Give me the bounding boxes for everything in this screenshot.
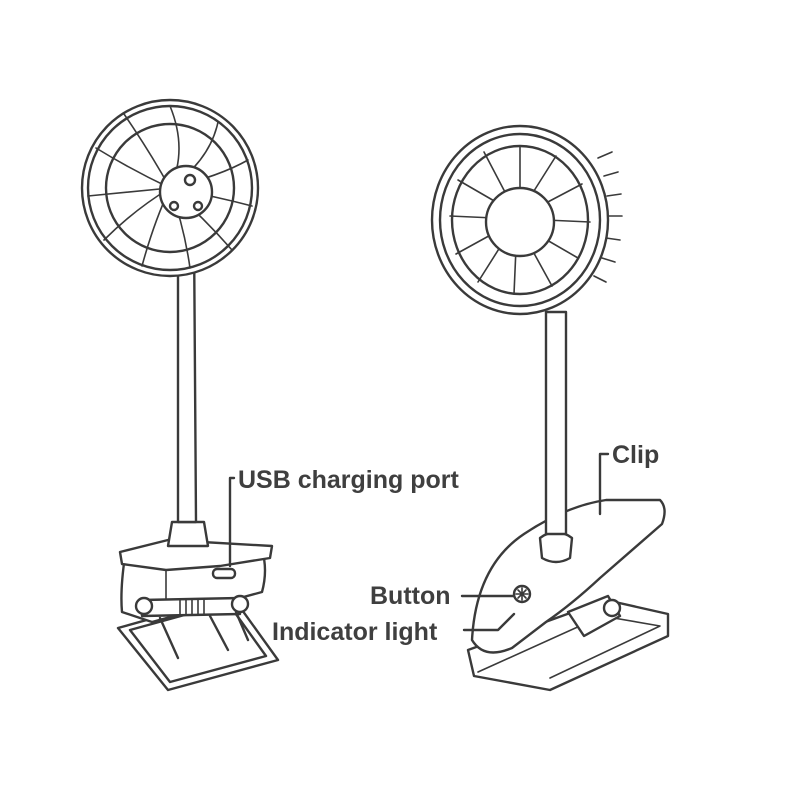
button-label: Button [370,582,451,610]
fan-front-view-icon [430,124,670,692]
fan-button-icon [512,584,532,604]
usb-charging-port-label: USB charging port [238,466,460,494]
indicator-light-label: Indicator light [272,618,438,646]
usb-port-icon [211,567,237,580]
fan-rear-view-icon [80,98,280,692]
clip-label: Clip [612,441,659,469]
